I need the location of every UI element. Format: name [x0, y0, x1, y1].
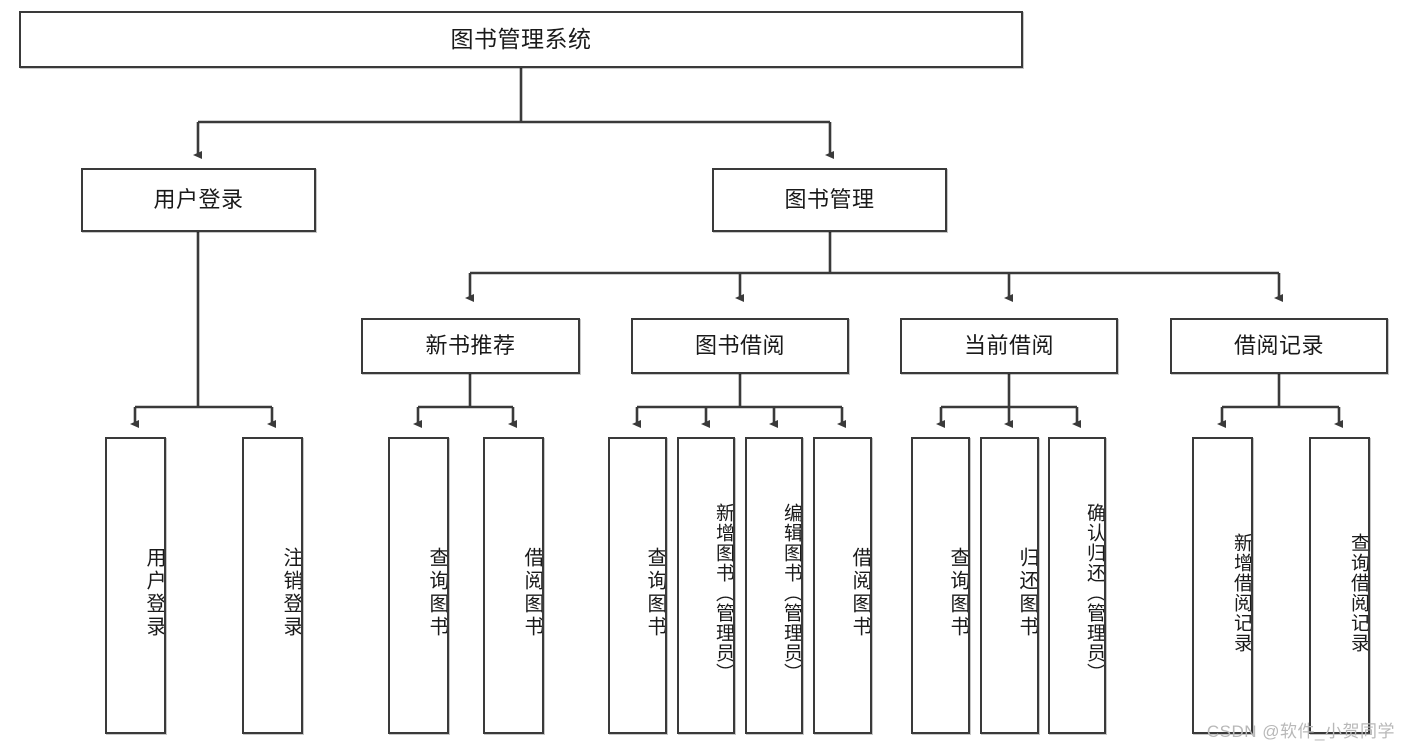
node-current-borrow[interactable]: 当前借阅: [900, 318, 1118, 374]
node-book-management[interactable]: 图书管理: [712, 168, 947, 232]
leaf-user-login-logout[interactable]: 注销登录: [242, 437, 303, 734]
node-borrow-records[interactable]: 借阅记录: [1170, 318, 1388, 374]
leaf-current-borrow-confirm-return[interactable]: 确认归还（管理员）: [1048, 437, 1106, 734]
leaf-new-book-borrow[interactable]: 借阅图书: [483, 437, 544, 734]
leaf-book-borrow-edit[interactable]: 编辑图书（管理员）: [745, 437, 803, 734]
leaf-borrow-records-add[interactable]: 新增借阅记录: [1192, 437, 1253, 734]
leaf-new-book-query[interactable]: 查询图书: [388, 437, 449, 734]
leaf-borrow-records-query[interactable]: 查询借阅记录: [1309, 437, 1370, 734]
leaf-current-borrow-return[interactable]: 归还图书: [980, 437, 1039, 734]
leaf-book-borrow-borrow[interactable]: 借阅图书: [813, 437, 872, 734]
leaf-user-login-login[interactable]: 用户登录: [105, 437, 166, 734]
leaf-book-borrow-add[interactable]: 新增图书（管理员）: [677, 437, 735, 734]
watermark: CSDN @软件_小贺同学: [1206, 722, 1395, 741]
leaf-book-borrow-query[interactable]: 查询图书: [608, 437, 667, 734]
leaf-current-borrow-query[interactable]: 查询图书: [911, 437, 970, 734]
node-new-book-recommend[interactable]: 新书推荐: [361, 318, 580, 374]
node-user-login[interactable]: 用户登录: [81, 168, 316, 232]
node-root[interactable]: 图书管理系统: [19, 11, 1023, 68]
node-book-borrow[interactable]: 图书借阅: [631, 318, 849, 374]
